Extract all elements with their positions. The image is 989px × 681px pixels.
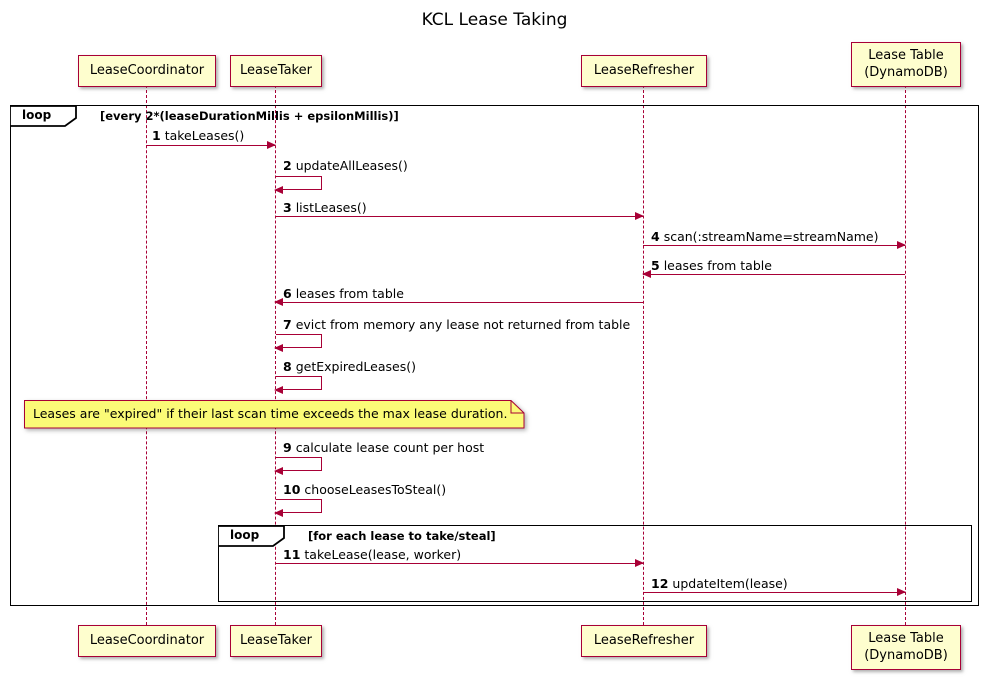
- message-text: calculate lease count per host: [295, 440, 485, 455]
- loop-frame-inner-tab: [218, 525, 285, 547]
- message-number: 11: [283, 547, 301, 562]
- participant-bottom-leaserefresher: LeaseRefresher: [581, 625, 707, 657]
- self-arrow-7: [274, 334, 322, 352]
- message-arrow-6: [274, 297, 643, 308]
- loop-condition-outer: [every 2*(leaseDurationMillis + epsilonM…: [100, 109, 399, 123]
- participant-top-leasecoordinator: LeaseCoordinator: [78, 55, 216, 87]
- message-number: 3: [283, 200, 292, 215]
- self-arrow-2: [274, 176, 322, 194]
- loop-condition-inner: [for each lease to take/steal]: [308, 529, 496, 543]
- note-shape: [24, 400, 525, 429]
- message-arrow-11: [275, 558, 644, 569]
- participant-top-leasetaker: LeaseTaker: [230, 55, 322, 87]
- message-arrow-12: [643, 587, 906, 598]
- participant-bottom-leasetable: Lease Table (DynamoDB): [851, 625, 961, 670]
- lifeline-leaserefresher: [643, 85, 644, 625]
- diagram-title: KCL Lease Taking: [421, 10, 568, 30]
- message-text: leases from table: [663, 258, 772, 273]
- lifeline-leasecoordinator: [146, 85, 147, 625]
- loop-frame-outer: [10, 105, 979, 606]
- message-number: 12: [651, 576, 669, 591]
- message-text: updateAllLeases(): [295, 158, 408, 173]
- message-number: 8: [283, 359, 292, 374]
- message-number: 6: [283, 286, 292, 301]
- message-text: takeLease(lease, worker): [304, 547, 462, 562]
- participant-top-leaserefresher: LeaseRefresher: [581, 55, 707, 87]
- lifeline-leasetaker: [275, 85, 276, 625]
- self-arrow-8: [274, 376, 322, 394]
- message-text: takeLeases(): [164, 128, 245, 143]
- message-text: leases from table: [295, 286, 404, 301]
- participant-top-leasetable: Lease Table (DynamoDB): [851, 42, 961, 87]
- message-text: getExpiredLeases(): [295, 359, 416, 374]
- message-arrow-4: [643, 240, 906, 251]
- loop-frame-inner: [218, 525, 972, 602]
- participant-bottom-leasecoordinator: LeaseCoordinator: [78, 625, 216, 657]
- message-arrow-1: [146, 140, 276, 151]
- message-number: 5: [651, 258, 660, 273]
- message-number: 1: [152, 128, 161, 143]
- message-number: 9: [283, 440, 292, 455]
- self-arrow-10: [274, 499, 322, 517]
- message-text: chooseLeasesToSteal(): [304, 482, 447, 497]
- message-text: updateItem(lease): [672, 576, 788, 591]
- message-arrow-3: [275, 211, 644, 222]
- participant-bottom-leasetaker: LeaseTaker: [230, 625, 322, 657]
- message-number: 2: [283, 158, 292, 173]
- loop-keyword-outer: loop: [22, 108, 52, 122]
- message-text: scan(:streamName=streamName): [663, 229, 879, 244]
- message-number: 4: [651, 229, 660, 244]
- message-number: 7: [283, 317, 292, 332]
- note-text: Leases are "expired" if their last scan …: [33, 406, 508, 421]
- loop-frame-outer-tab: [10, 105, 77, 127]
- message-text: listLeases(): [295, 200, 367, 215]
- self-arrow-9: [274, 457, 322, 475]
- message-arrow-5: [642, 269, 905, 280]
- message-text: evict from memory any lease not returned…: [295, 317, 631, 332]
- message-number: 10: [283, 482, 301, 497]
- lifeline-leasetable: [905, 85, 906, 625]
- loop-keyword-inner: loop: [230, 528, 260, 542]
